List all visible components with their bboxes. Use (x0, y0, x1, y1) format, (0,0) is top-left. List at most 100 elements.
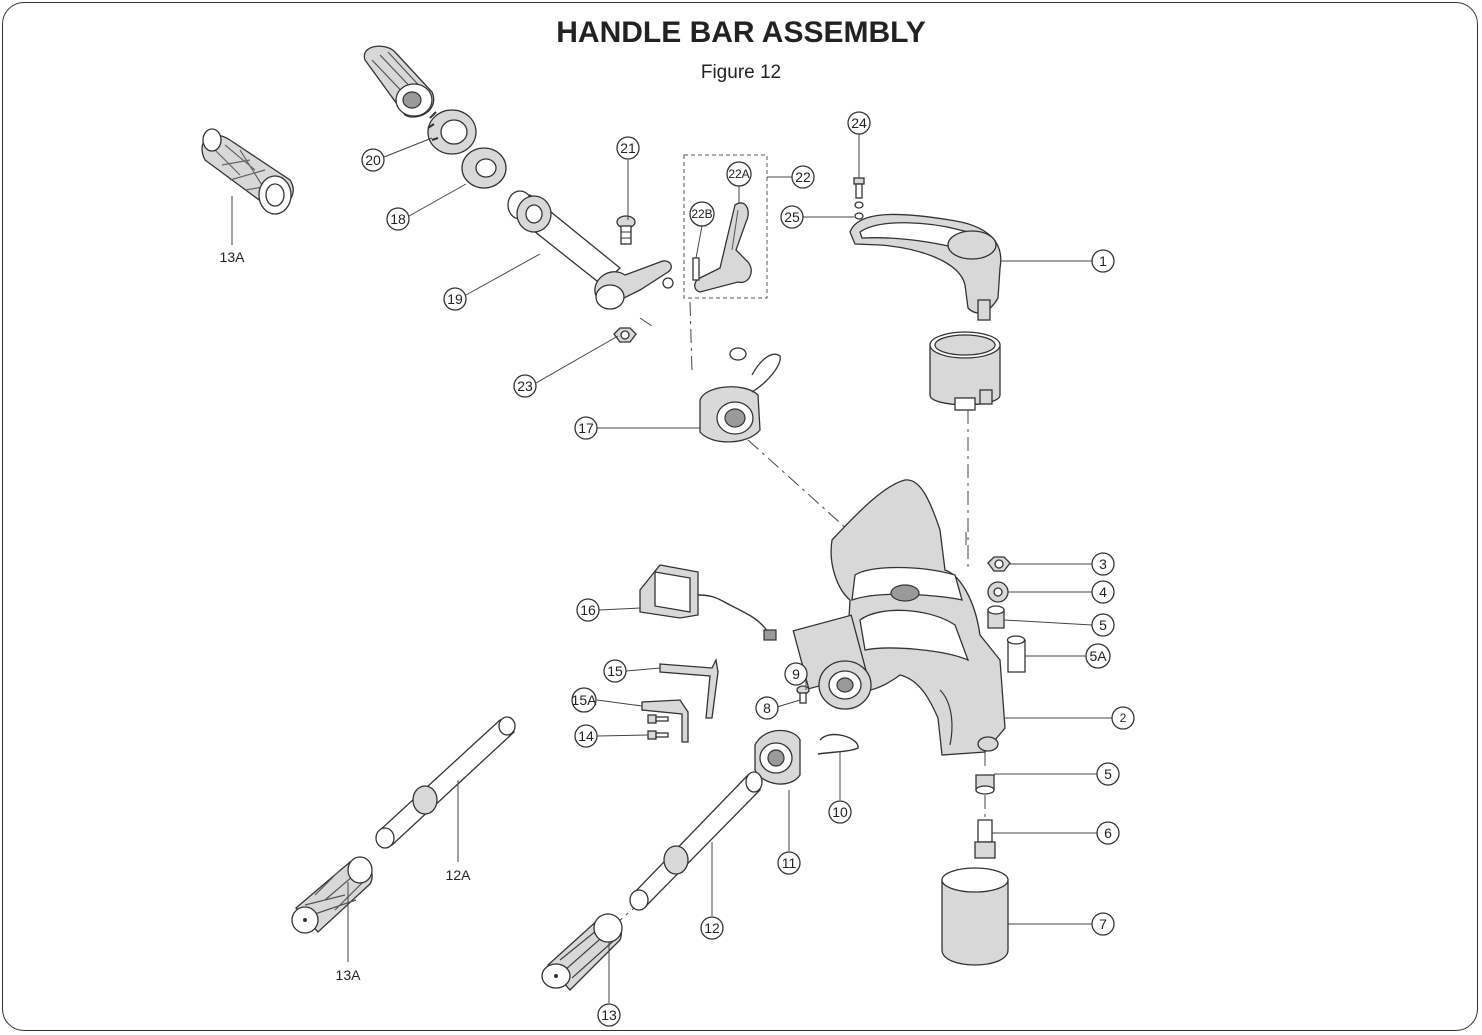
callout-25: 25 (780, 205, 804, 229)
callout-17: 17 (574, 416, 598, 440)
svg-text:22B: 22B (691, 207, 712, 221)
svg-text:1: 1 (1099, 253, 1107, 269)
callout-1: 1 (1091, 249, 1115, 273)
svg-text:20: 20 (365, 152, 381, 168)
svg-text:16: 16 (580, 602, 596, 618)
svg-text:11: 11 (782, 855, 797, 871)
part-22-group-box (683, 154, 768, 299)
svg-text:10: 10 (832, 804, 848, 820)
svg-text:21: 21 (620, 140, 636, 156)
part-8-screw (796, 685, 810, 704)
part-13a-grip-bottom (291, 856, 373, 934)
part-12-tube (629, 771, 763, 911)
callout-11: 11 (777, 851, 801, 875)
axis-17-to-frame (747, 439, 849, 531)
callout-15a: 15A (571, 687, 598, 713)
svg-text:5: 5 (1099, 617, 1107, 633)
callout-14: 14 (574, 724, 598, 748)
callout-21: 21 (616, 136, 640, 160)
callout-2: 2 (1111, 706, 1135, 730)
callout-5-lower: 5 (1096, 762, 1120, 786)
part-21-screw (616, 215, 636, 245)
figure-caption: Figure 12 (700, 62, 782, 83)
callout-12: 12 (700, 916, 724, 940)
callout-6: 6 (1096, 821, 1120, 845)
label-13a-bottom: 13A (336, 967, 362, 983)
svg-text:6: 6 (1104, 825, 1112, 841)
part-23-nut (613, 327, 637, 343)
part-11-clamp-ring (754, 729, 801, 785)
svg-text:18: 18 (390, 211, 406, 227)
svg-text:4: 4 (1099, 584, 1107, 600)
callout-3: 3 (1091, 552, 1115, 576)
part-13-grip (541, 913, 623, 991)
part-5-bushing-lower (975, 774, 995, 795)
svg-text:13: 13 (601, 1007, 617, 1023)
callout-18: 18 (386, 207, 410, 231)
svg-text:22A: 22A (728, 167, 749, 181)
svg-text:12: 12 (704, 920, 720, 936)
part-15-bracket (659, 657, 719, 719)
callout-23: 23 (513, 374, 537, 398)
svg-text:5A: 5A (1089, 648, 1107, 664)
part-10-clip (817, 733, 859, 755)
part-5a-sleeve (1006, 635, 1026, 673)
part-18-washer (461, 147, 507, 189)
callout-10: 10 (828, 800, 852, 824)
callout-7: 7 (1091, 912, 1115, 936)
part-16-switch-box (639, 564, 777, 641)
part-2-main-frame (792, 479, 1006, 756)
callout-24: 24 (847, 111, 871, 135)
svg-text:15A: 15A (572, 692, 598, 708)
callout-8: 8 (755, 696, 779, 720)
part-17-clamp (699, 347, 781, 443)
svg-text:8: 8 (763, 700, 771, 716)
diagram-title: HANDLE BAR ASSEMBLY (556, 16, 926, 49)
svg-text:19: 19 (447, 291, 463, 307)
part-20-grip-and-collar (363, 45, 477, 155)
part-25-washer (854, 212, 864, 220)
part-6-bolt (974, 819, 996, 859)
svg-text:2: 2 (1120, 711, 1127, 725)
leader-lines (231, 134, 1112, 1003)
callout-22b: 22B (689, 201, 715, 227)
part-5-bushing-upper (987, 605, 1005, 629)
part-22-brake-lever (692, 202, 752, 293)
callout-5a: 5A (1085, 643, 1111, 669)
label-13a-top: 13A (220, 249, 246, 265)
callout-15: 15 (603, 659, 627, 683)
label-12a: 12A (446, 867, 472, 883)
part-15a-bracket (641, 699, 689, 743)
svg-text:25: 25 (784, 209, 800, 225)
part-reservoir-cup (929, 331, 1001, 411)
svg-text:9: 9 (792, 666, 800, 682)
svg-text:7: 7 (1099, 916, 1107, 932)
axis-19-end (639, 317, 656, 329)
part-1-top-cover (849, 213, 1002, 321)
svg-text:3: 3 (1099, 556, 1107, 572)
part-24-screw (853, 177, 865, 209)
callout-16: 16 (576, 598, 600, 622)
svg-text:5: 5 (1104, 766, 1112, 782)
svg-text:22: 22 (795, 169, 811, 185)
part-3-nut (987, 556, 1011, 572)
part-4-washer (987, 581, 1009, 603)
callout-19: 19 (443, 287, 467, 311)
axis-22-to-17 (689, 301, 693, 373)
part-12a-tube (375, 716, 516, 849)
part-19-handlebar-tube (507, 190, 674, 310)
callout-22: 22 (791, 165, 815, 189)
callout-4: 4 (1091, 580, 1115, 604)
svg-text:24: 24 (851, 115, 867, 131)
part-13a-grip-top (201, 128, 294, 215)
part-7-sleeve (941, 867, 1009, 966)
callout-22a: 22A (726, 161, 752, 187)
callout-5-upper: 5 (1091, 613, 1115, 637)
svg-text:14: 14 (578, 728, 594, 744)
svg-text:15: 15 (607, 663, 623, 679)
svg-text:23: 23 (517, 378, 533, 394)
callout-9: 9 (784, 662, 808, 686)
part-14-screws (647, 714, 669, 740)
svg-text:17: 17 (578, 420, 594, 436)
